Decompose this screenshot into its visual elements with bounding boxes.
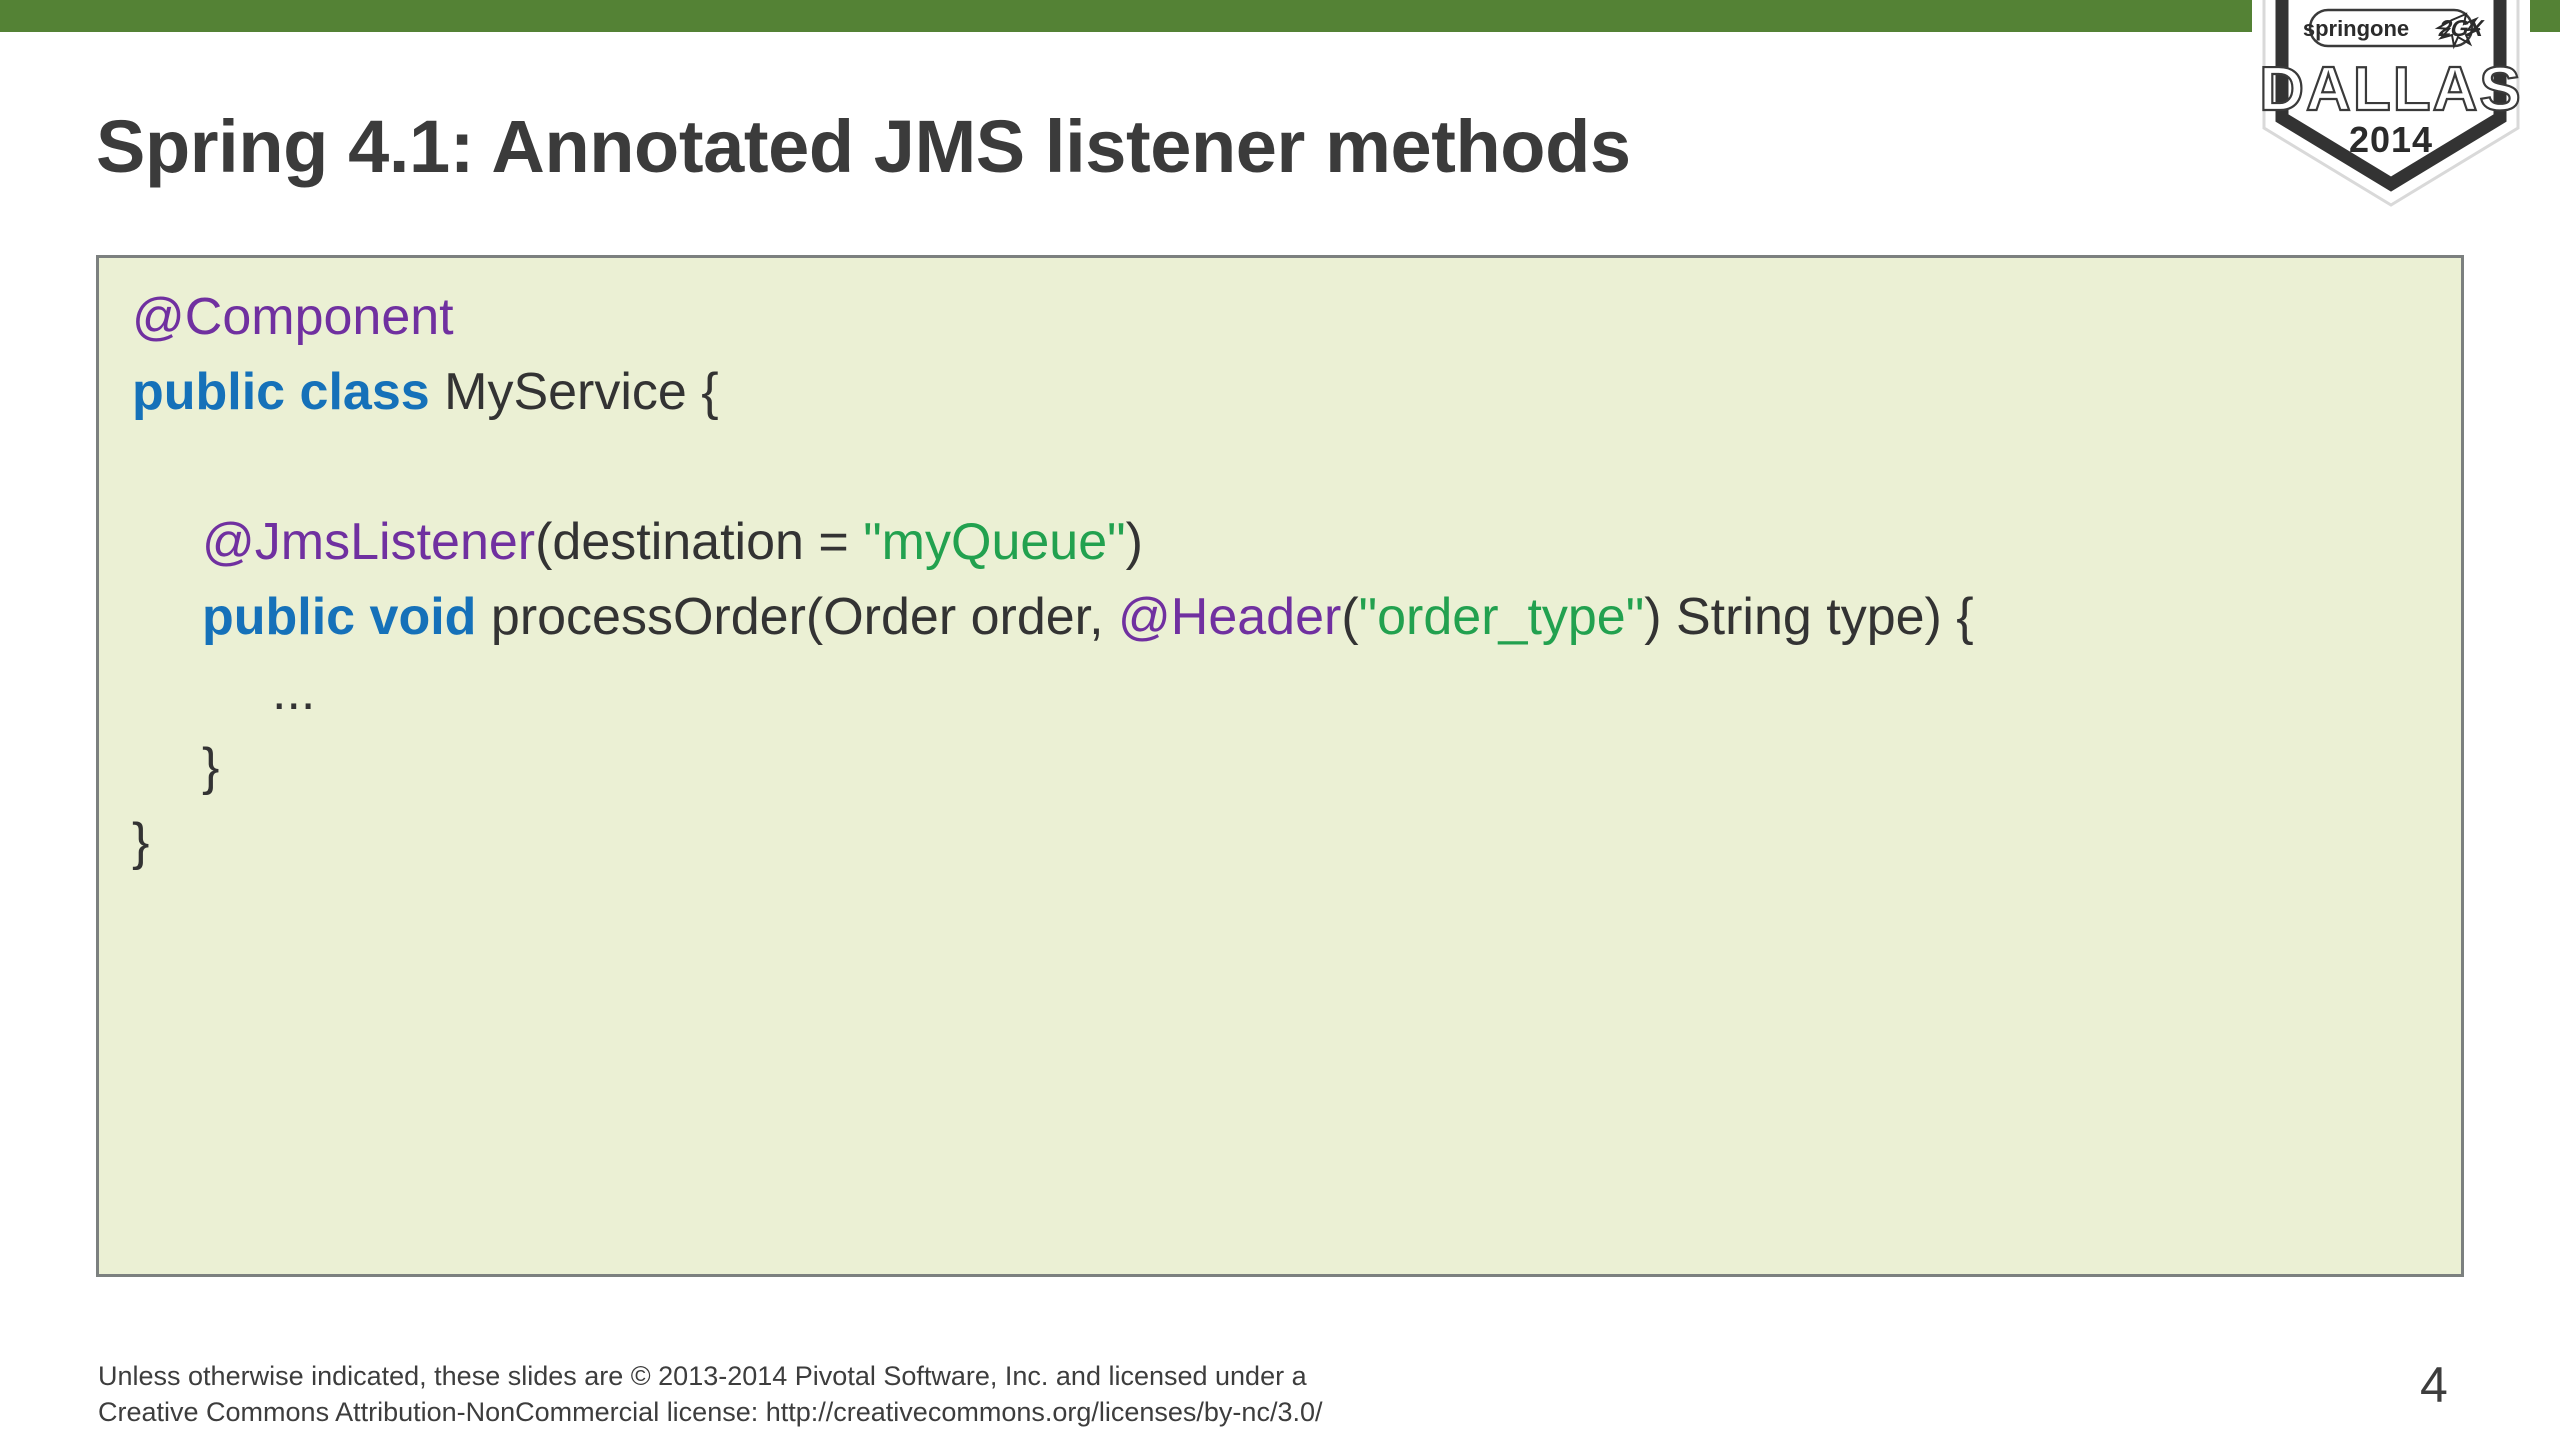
code-token-plain: MyService { (429, 363, 719, 421)
code-line: } (132, 805, 2451, 880)
page-title: Spring 4.1: Annotated JMS listener metho… (96, 104, 1631, 188)
code-token-plain: ) (1125, 513, 1143, 571)
code-line: ... (132, 655, 2451, 730)
logo-brand-text: springone (2303, 16, 2409, 41)
copyright-line-2: Creative Commons Attribution-NonCommerci… (98, 1397, 1323, 1427)
code-line: } (132, 730, 2451, 805)
code-line: @Component (132, 280, 2451, 355)
code-listing: @Component public class MyService { @JmsL… (132, 280, 2451, 880)
logo-year-text: 2014 (2349, 119, 2433, 160)
code-token-ann: @Header (1118, 588, 1342, 646)
code-token-plain: ( (1341, 588, 1359, 646)
springone-pill (2308, 8, 2474, 48)
code-line: public void processOrder(Order order, @H… (132, 580, 2451, 655)
code-token-kw: public void (202, 588, 477, 646)
code-line: @JmsListener(destination = "myQueue") (132, 505, 2451, 580)
top-accent-band (0, 0, 2560, 32)
badge-icon: springone 2GX DALLAS 2014 (2258, 0, 2522, 207)
code-token-str: "myQueue" (863, 513, 1126, 571)
code-token-ann: @Component (132, 288, 454, 346)
springone-2gx-dallas-logo: springone 2GX DALLAS 2014 (2252, 0, 2530, 212)
code-token-kw: public class (132, 363, 430, 421)
copyright-line-1: Unless otherwise indicated, these slides… (98, 1361, 1307, 1391)
code-token-plain: } (132, 813, 150, 871)
code-token-plain: processOrder(Order order, (476, 588, 1118, 646)
code-line (132, 430, 2451, 505)
code-token-ann: @JmsListener (202, 513, 536, 571)
copyright-notice: Unless otherwise indicated, these slides… (98, 1358, 1322, 1430)
code-block-panel: @Component public class MyService { @JmsL… (96, 255, 2464, 1277)
code-token-plain: (destination = (535, 513, 864, 571)
slide-page-number: 4 (2420, 1357, 2448, 1413)
code-token-plain: } (202, 738, 220, 796)
code-line: public class MyService { (132, 355, 2451, 430)
logo-city-text: DALLAS (2259, 55, 2522, 124)
code-token-plain: ... (272, 663, 316, 721)
code-token-plain: ) String type) { (1644, 588, 1974, 646)
star-burst-icon (2434, 12, 2481, 50)
code-token-str: "order_type" (1358, 588, 1645, 646)
